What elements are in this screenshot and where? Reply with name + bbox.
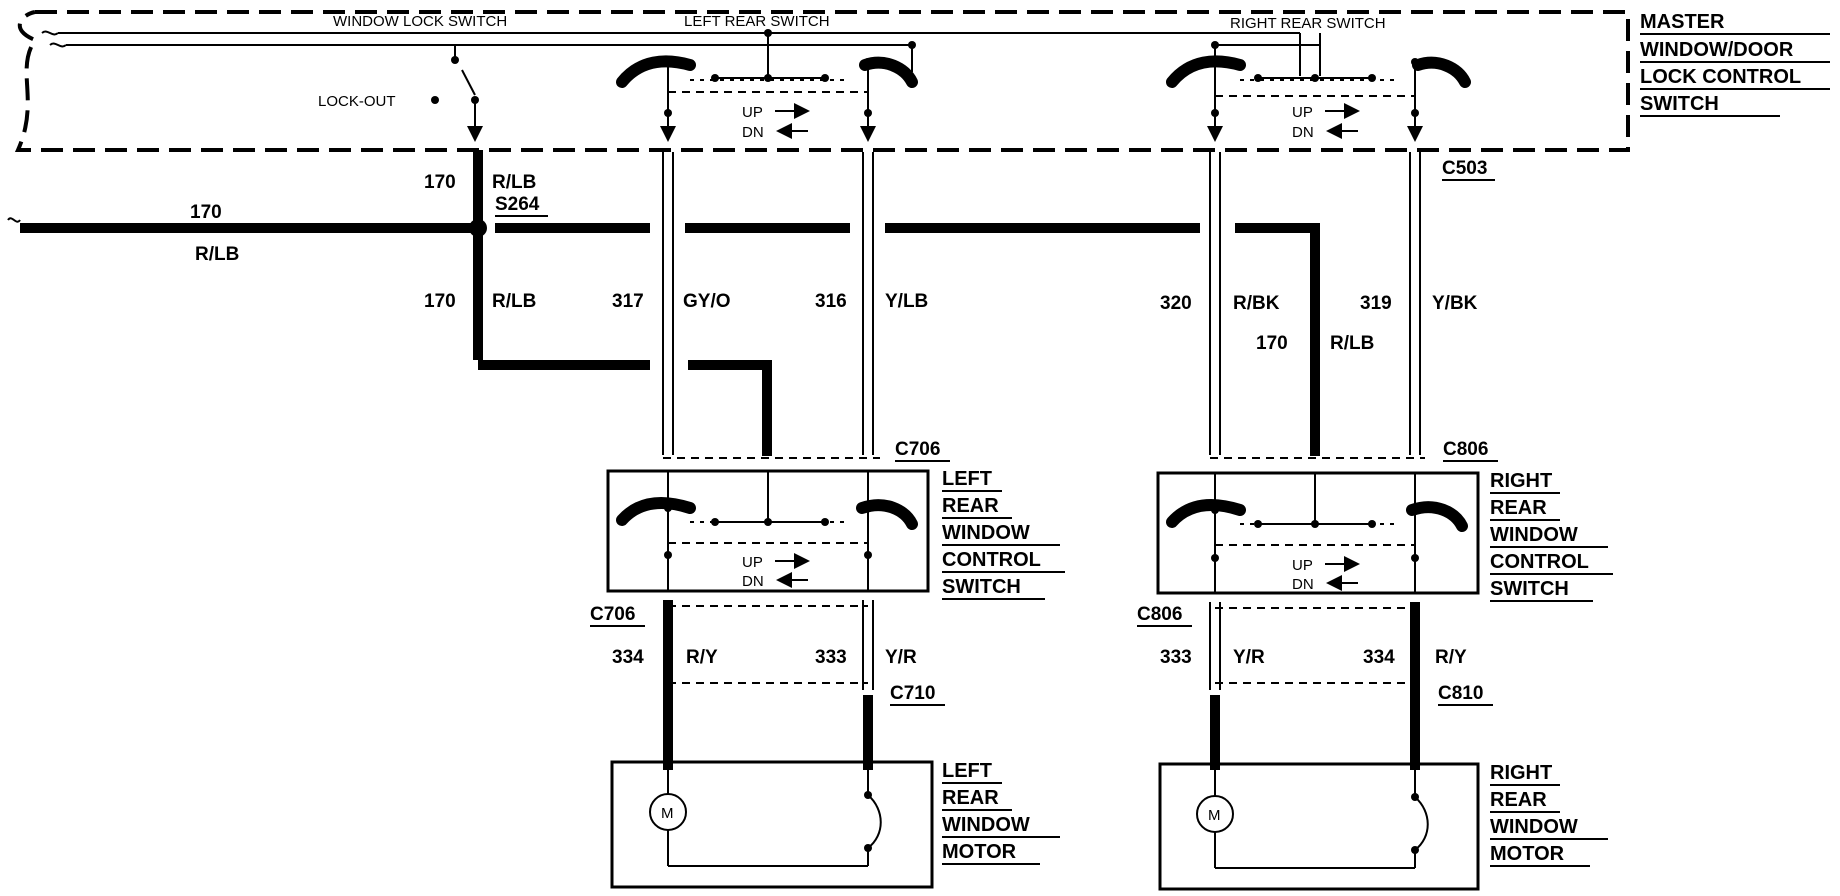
master-left-rear-switch: UP DN [616,33,918,142]
window-lock-switch [431,45,483,142]
svg-text:WINDOW: WINDOW [942,814,1030,836]
svg-text:REAR: REAR [942,787,999,809]
wire-320-color: R/BK [1233,293,1280,314]
left-rear-window-control-switch: UP DN [606,469,930,593]
right-rear-window-control-switch: UP DN [1156,471,1480,595]
wire-334-left-color: R/Y [686,647,718,668]
svg-text:CONTROL: CONTROL [942,549,1041,571]
left-switch-label: LEFT REAR WINDOW CONTROL SWITCH [942,468,1065,600]
wire-317 [662,152,674,455]
left-rear-window-motor: M [610,760,934,889]
left-motor-label: LEFT REAR WINDOW MOTOR [942,760,1060,865]
connector-c710: C710 [890,683,935,704]
wire-320 [1209,152,1221,455]
wire-333-left [862,600,874,770]
svg-text:MOTOR: MOTOR [1490,843,1565,865]
wire-170-low-color: R/LB [492,291,536,312]
svg-text:DN: DN [742,124,764,141]
wire-316-number: 316 [815,291,847,312]
svg-text:DN: DN [1292,124,1314,141]
svg-text:WINDOW: WINDOW [942,522,1030,544]
svg-text:SWITCH: SWITCH [942,576,1021,598]
master-switch-label: MASTER WINDOW/DOOR LOCK CONTROL SWITCH [1640,11,1830,117]
wire-320-number: 320 [1160,293,1192,314]
wire-334-right-color: R/Y [1435,647,1467,668]
lock-out-label: LOCK-OUT [318,93,396,110]
svg-text:LOCK CONTROL: LOCK CONTROL [1640,66,1801,88]
wire-319-color: Y/BK [1432,293,1478,314]
wire-319 [1409,152,1421,455]
svg-text:UP: UP [1292,104,1313,121]
wire-170-bus [7,217,1320,456]
wire-333-right [1209,602,1221,770]
wire-316-color: Y/LB [885,291,928,312]
wire-170-top-number: 170 [424,172,456,193]
svg-text:RIGHT: RIGHT [1490,470,1552,492]
master-right-rear-switch: UP DN [1166,45,1471,142]
svg-text:DN: DN [1292,576,1314,593]
svg-text:REAR: REAR [942,495,999,517]
wire-333-left-color: Y/R [885,647,917,668]
motor-symbol: M [661,805,674,822]
wire-317-number: 317 [612,291,644,312]
wire-333-right-number: 333 [1160,647,1192,668]
connector-c806-bottom: C806 [1137,604,1182,625]
right-rear-window-motor: M [1158,762,1480,891]
wire-170-bus-color: R/LB [195,244,239,265]
splice-s264-label: S264 [495,194,540,215]
svg-text:MASTER: MASTER [1640,11,1725,33]
svg-text:SWITCH: SWITCH [1490,578,1569,600]
wire-170-bus-number: 170 [190,202,222,223]
svg-text:MOTOR: MOTOR [942,841,1017,863]
motor-symbol: M [1208,807,1221,824]
left-rear-switch-label: LEFT REAR SWITCH [684,13,830,30]
svg-text:WINDOW: WINDOW [1490,524,1578,546]
svg-text:UP: UP [1292,557,1313,574]
wire-319-number: 319 [1360,293,1392,314]
wire-317-color: GY/O [683,291,731,312]
wire-334-right-number: 334 [1363,647,1395,668]
wire-170-to-left-switch [688,360,772,456]
svg-text:SWITCH: SWITCH [1640,93,1719,115]
right-switch-label: RIGHT REAR WINDOW CONTROL SWITCH [1490,470,1613,602]
connector-c706-top: C706 [895,439,940,460]
wire-334-left-number: 334 [612,647,644,668]
wire-333-right-color: Y/R [1233,647,1265,668]
master-switch-boundary [14,10,1630,152]
connector-c810: C810 [1438,683,1483,704]
svg-text:REAR: REAR [1490,497,1547,519]
right-rear-switch-label: RIGHT REAR SWITCH [1230,15,1386,32]
svg-text:LEFT: LEFT [942,760,992,782]
connector-c806-top: C806 [1443,439,1488,460]
svg-text:DN: DN [742,573,764,590]
svg-text:RIGHT: RIGHT [1490,762,1552,784]
svg-text:LEFT: LEFT [942,468,992,490]
connector-c503: C503 [1442,158,1487,179]
svg-text:UP: UP [742,554,763,571]
wire-170-top-color: R/LB [492,172,536,193]
svg-text:REAR: REAR [1490,789,1547,811]
svg-text:WINDOW/DOOR: WINDOW/DOOR [1640,39,1794,61]
right-motor-label: RIGHT REAR WINDOW MOTOR [1490,762,1608,867]
connector-c706-bottom: C706 [590,604,635,625]
wire-170-right-number: 170 [1256,333,1288,354]
svg-text:WINDOW: WINDOW [1490,816,1578,838]
svg-text:UP: UP [742,104,763,121]
svg-text:CONTROL: CONTROL [1490,551,1589,573]
window-lock-switch-label: WINDOW LOCK SWITCH [333,13,507,30]
wire-316 [862,152,874,455]
wire-170-low-number: 170 [424,291,456,312]
wire-170-right-color: R/LB [1330,333,1374,354]
wire-333-left-number: 333 [815,647,847,668]
